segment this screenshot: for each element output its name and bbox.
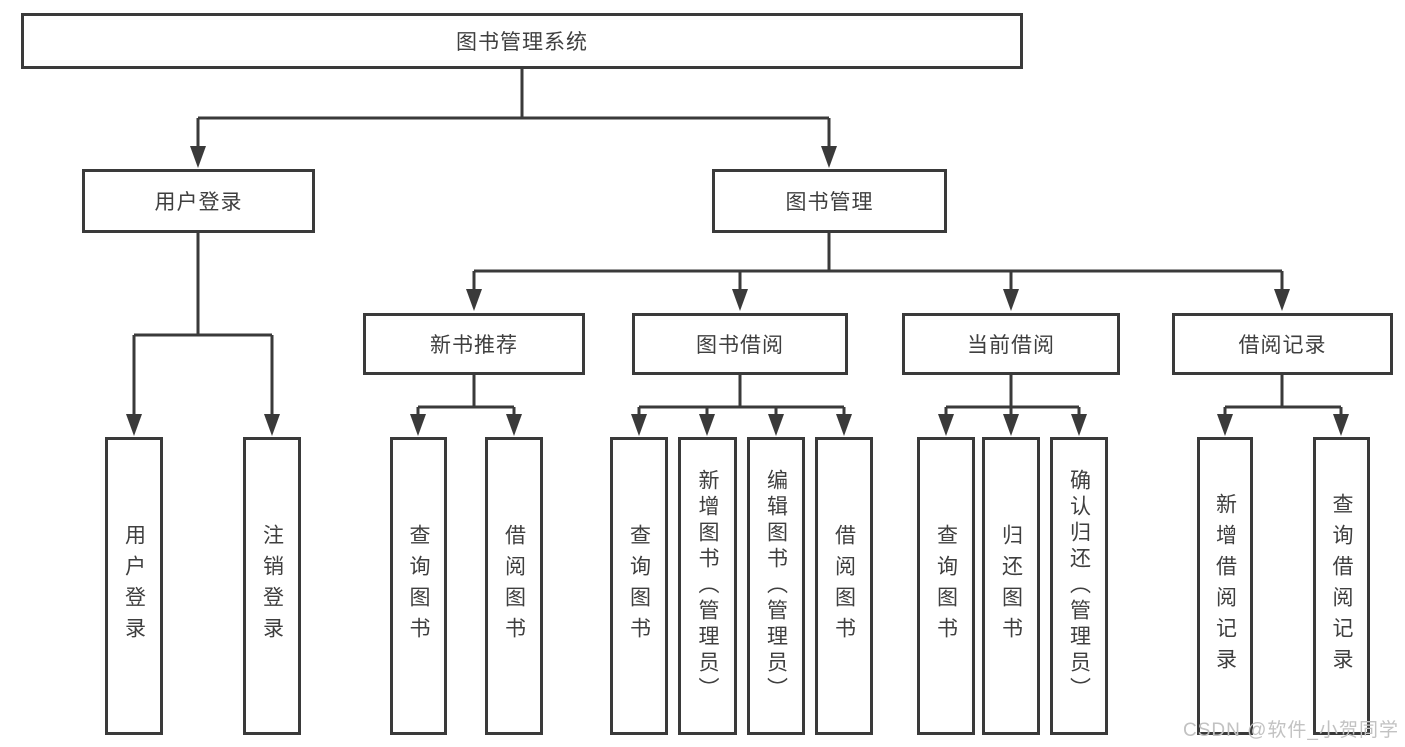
arrowheads xyxy=(126,146,1349,436)
node-label: 注销登录 xyxy=(260,524,284,648)
node-label: 图书管理系统 xyxy=(456,31,588,54)
node-label: 借阅图书 xyxy=(502,524,526,648)
leaf-confirm-return-admin: 确认归还（管理员） xyxy=(1050,437,1108,735)
node-label: 新增借阅记录 xyxy=(1213,493,1237,679)
node-label: 用户登录 xyxy=(154,191,243,214)
leaf-borrow-books-borrowing: 借阅图书 xyxy=(815,437,873,735)
node-book-management: 图书管理 xyxy=(712,169,947,233)
leaf-query-borrow-record: 查询借阅记录 xyxy=(1313,437,1370,735)
leaf-add-borrow-record: 新增借阅记录 xyxy=(1197,437,1253,735)
csdn-watermark: CSDN @软件_小贺同学 xyxy=(1183,720,1399,741)
node-label: 用户登录 xyxy=(122,524,146,648)
leaf-edit-book-admin: 编辑图书（管理员） xyxy=(747,437,805,735)
leaf-query-books-current: 查询图书 xyxy=(917,437,975,735)
leaf-add-book-admin: 新增图书（管理员） xyxy=(678,437,737,735)
node-new-book-recommendation: 新书推荐 xyxy=(363,313,585,375)
node-label: 查询图书 xyxy=(627,524,651,648)
node-borrowing-records: 借阅记录 xyxy=(1172,313,1393,375)
leaf-return-books: 归还图书 xyxy=(982,437,1040,735)
leaf-query-books-borrowing: 查询图书 xyxy=(610,437,668,735)
node-label: 归还图书 xyxy=(999,524,1023,648)
node-label: 借阅记录 xyxy=(1238,334,1327,357)
leaf-logout-login: 注销登录 xyxy=(243,437,301,735)
node-label: 图书管理 xyxy=(785,191,874,214)
node-label: 编辑图书（管理员） xyxy=(764,469,788,703)
leaf-borrow-books-recommend: 借阅图书 xyxy=(485,437,543,735)
node-label: 查询图书 xyxy=(407,524,430,648)
node-label: 新书推荐 xyxy=(430,334,518,357)
node-user-login: 用户登录 xyxy=(82,169,315,233)
node-label: 确认归还（管理员） xyxy=(1067,469,1091,703)
node-label: 查询图书 xyxy=(934,524,958,648)
leaf-user-login: 用户登录 xyxy=(105,437,163,735)
leaf-query-books-recommend: 查询图书 xyxy=(390,437,447,735)
node-label: 新增图书（管理员） xyxy=(696,469,719,703)
node-library-management-system: 图书管理系统 xyxy=(21,13,1023,69)
node-label: 当前借阅 xyxy=(967,334,1055,357)
node-current-borrowing: 当前借阅 xyxy=(902,313,1120,375)
node-book-borrowing: 图书借阅 xyxy=(632,313,848,375)
node-label: 查询借阅记录 xyxy=(1330,493,1353,679)
node-label: 借阅图书 xyxy=(832,524,856,648)
node-label: 图书借阅 xyxy=(696,334,784,357)
